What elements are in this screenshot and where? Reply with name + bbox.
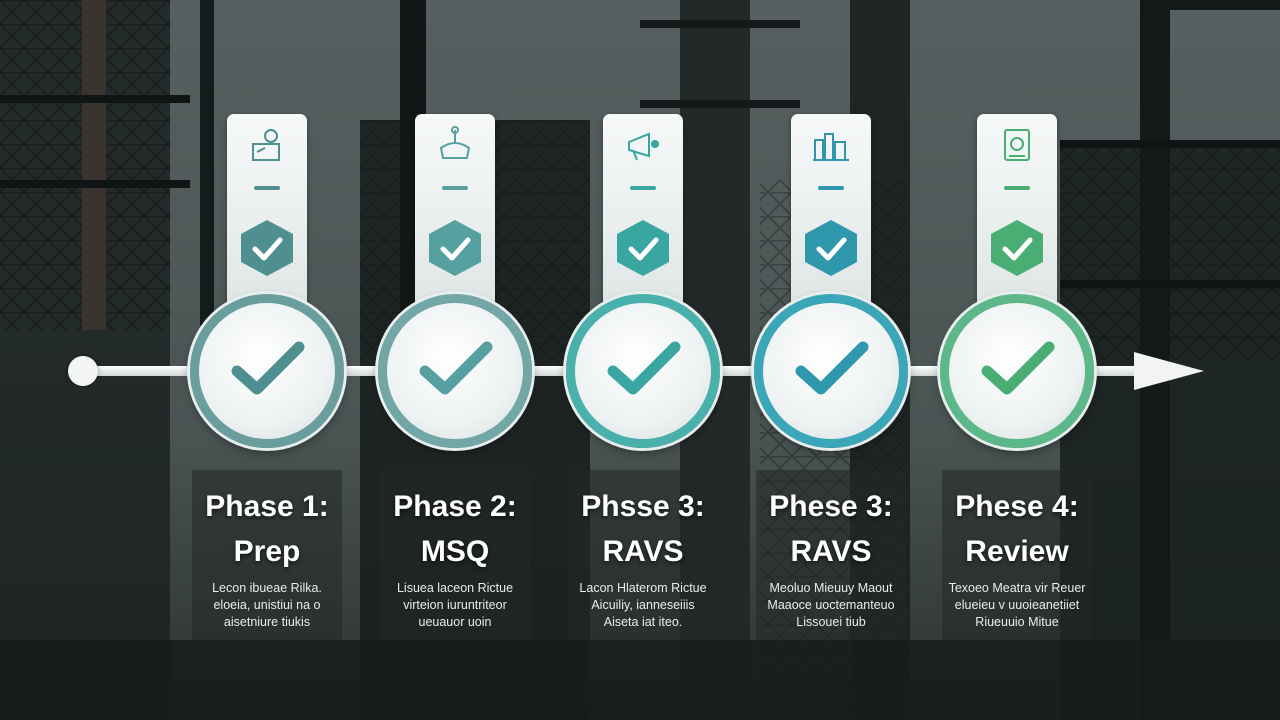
phase-desc-line: Lacon Hlaterom Rictue	[579, 581, 707, 595]
phase-title-line1: Phsse 3:	[581, 490, 705, 523]
phase-title-line1: Phese 4:	[955, 490, 1079, 523]
phase-title: Phese 3: RAVS	[736, 484, 926, 574]
card-divider	[1004, 186, 1030, 190]
phase-title-line2: Prep	[233, 535, 301, 568]
phase-desc-line: virteion iuruntriteor	[403, 598, 507, 612]
phase-title: Phsse 3: RAVS	[548, 484, 738, 574]
phase-desc-line: Lecon ibueae Rilka.	[212, 581, 322, 595]
phase-desc-line: Lissouei tiub	[796, 615, 866, 629]
phase-description: Lisuea laceon Rictue virteion iuruntrite…	[370, 580, 540, 631]
phase-4: Phese 3: RAVS Meoluo Mieuuy Maout Maaoce…	[736, 0, 926, 720]
tray-icon	[431, 122, 479, 170]
phase-description: Lecon ibueae Rilka. eloeia, unistiui na …	[182, 580, 352, 631]
card-divider	[630, 186, 656, 190]
phase-desc-line: Meoluo Mieuuy Maout	[769, 581, 893, 595]
phase-title-line2: RAVS	[602, 535, 684, 568]
phase-title: Phase 1: Prep	[172, 484, 362, 574]
phase-desc-line: elueieu v uuoieanetiiet	[954, 598, 1080, 612]
clipboard-icon	[243, 122, 291, 170]
phase-title-line2: MSQ	[420, 535, 490, 568]
phase-desc-line: aisetniure tiukis	[223, 615, 311, 629]
phase-desc-line: Texoeo Meatra vir Reuer	[948, 581, 1086, 595]
hexagon-check-icon	[805, 220, 857, 276]
phase-label-panel	[756, 470, 906, 640]
phase-desc-line: Lisuea laceon Rictue	[396, 581, 514, 595]
hexagon-check-icon	[617, 220, 669, 276]
phase-desc-line: Maaoce uoctemanteuo	[767, 598, 895, 612]
phase-title-line1: Phese 3:	[769, 490, 893, 523]
phase-milestone-circle	[754, 294, 908, 448]
phase-description: Texoeo Meatra vir Reuer elueieu v uuoiea…	[932, 580, 1102, 631]
phase-description: Lacon Hlaterom Rictue Aicuiliy, iannesei…	[558, 580, 728, 631]
check-icon	[795, 341, 869, 395]
phase-label-panel	[942, 470, 1092, 640]
phase-card	[791, 114, 871, 308]
phase-milestone-circle	[378, 294, 532, 448]
phase-title-line1: Phase 2:	[393, 490, 517, 523]
check-icon	[231, 341, 305, 395]
hexagon-check-icon	[991, 220, 1043, 276]
phase-title-line2: RAVS	[790, 535, 872, 568]
phase-desc-line: Riueuuio Mitue	[975, 615, 1059, 629]
card-divider	[442, 186, 468, 190]
phase-5: Phese 4: Review Texoeo Meatra vir Reuer …	[922, 0, 1112, 720]
phase-label-panel	[568, 470, 718, 640]
check-icon	[419, 341, 493, 395]
document-check-icon	[993, 122, 1041, 170]
phase-title-line2: Review	[965, 535, 1069, 568]
phase-desc-line: Aiseta iat iteo.	[603, 615, 683, 629]
hexagon-check-icon	[429, 220, 481, 276]
phase-3: Phsse 3: RAVS Lacon Hlaterom Rictue Aicu…	[548, 0, 738, 720]
hexagon-check-icon	[241, 220, 293, 276]
timeline-start-dot	[68, 356, 98, 386]
phase-1: Phase 1: Prep Lecon ibueae Rilka. eloeia…	[172, 0, 362, 720]
check-icon	[981, 341, 1055, 395]
phase-description: Meoluo Mieuuy Maout Maaoce uoctemanteuo …	[746, 580, 916, 631]
factory-icon	[807, 122, 855, 170]
phase-card	[977, 114, 1057, 308]
phase-desc-line: ueuauor uoin	[418, 615, 492, 629]
check-icon	[607, 341, 681, 395]
phase-title-line1: Phase 1:	[205, 490, 329, 523]
phase-desc-line: eloeia, unistiui na o	[213, 598, 321, 612]
card-divider	[254, 186, 280, 190]
phase-milestone-circle	[940, 294, 1094, 448]
phase-card	[603, 114, 683, 308]
megaphone-icon	[619, 122, 667, 170]
phase-card	[415, 114, 495, 308]
phase-card	[227, 114, 307, 308]
phase-title: Phase 2: MSQ	[360, 484, 550, 574]
phase-desc-line: Aicuiliy, ianneseiiis	[591, 598, 695, 612]
phase-milestone-circle	[190, 294, 344, 448]
phase-title: Phese 4: Review	[922, 484, 1112, 574]
phase-milestone-circle	[566, 294, 720, 448]
phase-label-panel	[192, 470, 342, 640]
phase-label-panel	[380, 470, 530, 640]
timeline-arrowhead	[1134, 352, 1204, 390]
phase-2: Phase 2: MSQ Lisuea laceon Rictue virtei…	[360, 0, 550, 720]
card-divider	[818, 186, 844, 190]
